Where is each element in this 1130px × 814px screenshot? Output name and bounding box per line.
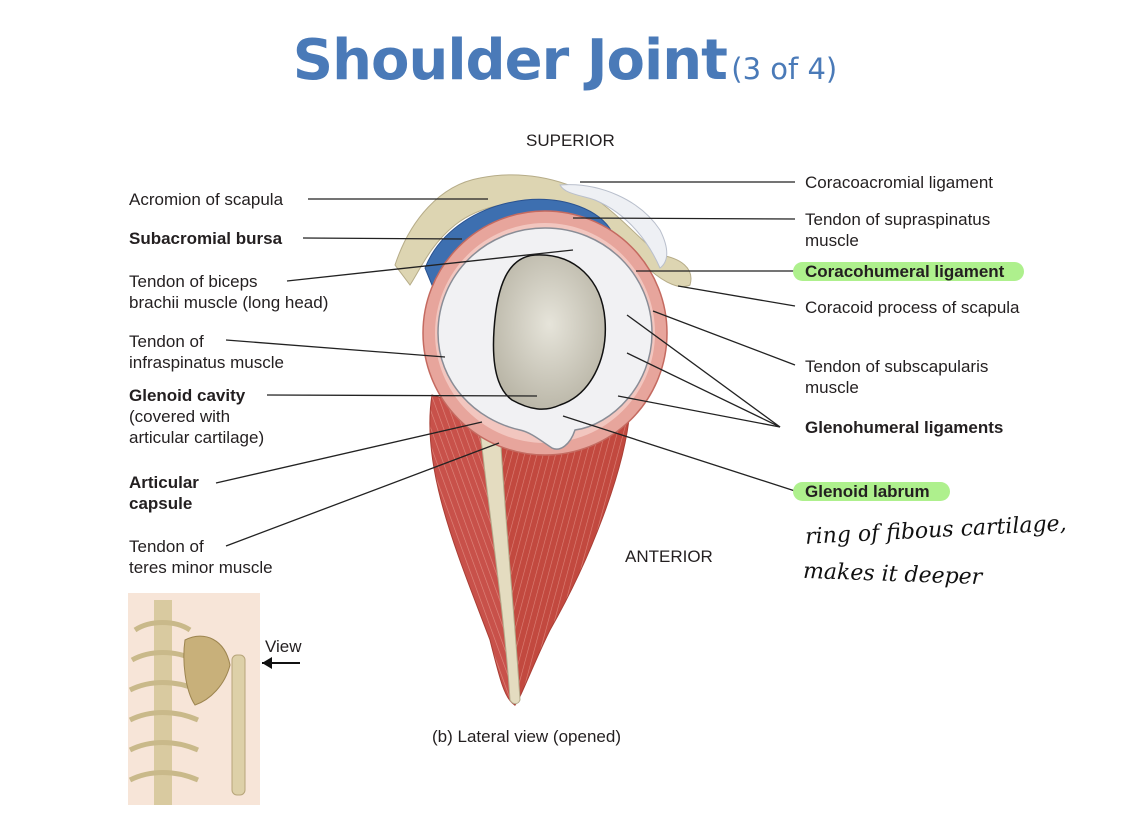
label-coracoacromial: Coracoacromial ligament bbox=[805, 173, 994, 192]
label-biceps-1: Tendon of biceps bbox=[129, 272, 258, 291]
label-glenoid-2: (covered with bbox=[129, 407, 231, 426]
label-infra-2: infraspinatus muscle bbox=[129, 353, 284, 372]
label-glenohumeral: Glenohumeral ligaments bbox=[805, 418, 1004, 437]
title-part: (3 of 4) bbox=[731, 52, 838, 86]
label-labrum: Glenoid labrum bbox=[793, 481, 950, 502]
label-glenoid-3: articular cartilage) bbox=[129, 428, 265, 447]
label-capsule-1: Articular bbox=[129, 473, 199, 492]
inset-skeleton bbox=[128, 593, 300, 805]
figure-caption: (b) Lateral view (opened) bbox=[432, 727, 621, 746]
highlight-coracohumeral: Coracohumeral ligament bbox=[793, 262, 1025, 281]
label-subacromial-bursa: Subacromial bursa bbox=[129, 229, 283, 248]
label-supra-1: Tendon of supraspinatus bbox=[805, 210, 991, 229]
muscles bbox=[429, 394, 631, 707]
label-superior: SUPERIOR bbox=[526, 131, 615, 150]
slide-title: Shoulder Joint (3 of 4) bbox=[0, 28, 1130, 93]
coracoacromial-ligament bbox=[559, 184, 668, 269]
label-supra-2: muscle bbox=[805, 231, 859, 250]
glenoid-cavity bbox=[492, 254, 607, 410]
label-teres-1: Tendon of bbox=[129, 537, 204, 556]
label-infra-1: Tendon of bbox=[129, 332, 204, 351]
inset-view-label: View bbox=[265, 637, 302, 656]
label-anterior: ANTERIOR bbox=[625, 547, 713, 566]
label-biceps-2: brachii muscle (long head) bbox=[129, 293, 329, 312]
label-teres-2: teres minor muscle bbox=[129, 558, 273, 577]
highlight-labrum: Glenoid labrum bbox=[793, 482, 950, 501]
acromion-bone bbox=[394, 174, 692, 288]
label-acromion: Acromion of scapula bbox=[129, 190, 284, 209]
label-coracohumeral: Coracohumeral ligament bbox=[793, 261, 1025, 282]
label-glenoid-1: Glenoid cavity bbox=[129, 386, 246, 405]
label-coracoid: Coracoid process of scapula bbox=[805, 298, 1020, 317]
leader-lines bbox=[215, 181, 796, 547]
label-subscap-2: muscle bbox=[805, 378, 859, 397]
label-capsule-2: capsule bbox=[129, 494, 193, 513]
title-main: Shoulder Joint bbox=[292, 28, 728, 93]
label-subscap-1: Tendon of subscapularis bbox=[805, 357, 989, 376]
